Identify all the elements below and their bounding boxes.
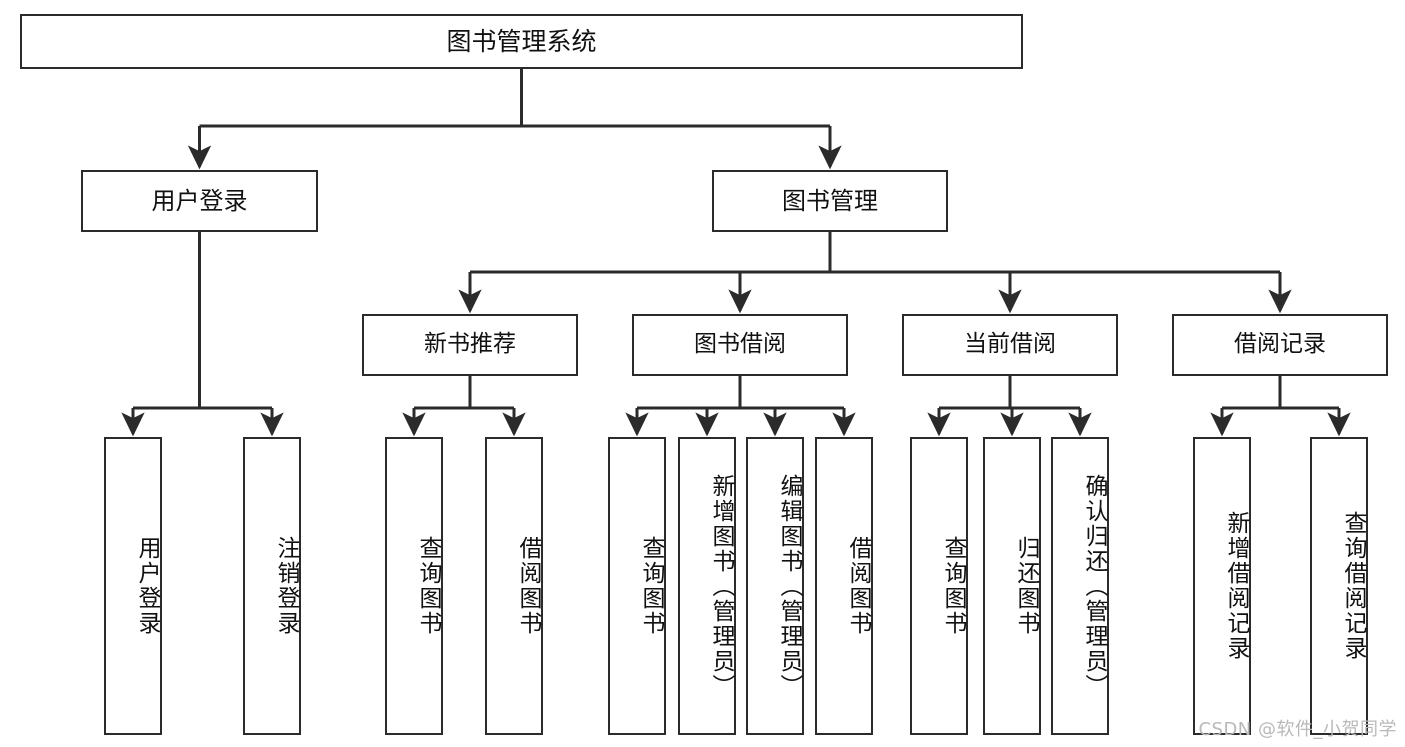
node-label: 查询借阅记录 — [1340, 511, 1366, 661]
node-label: 编辑图书（管理员） — [776, 473, 802, 699]
node-leaf-query-book-rec[interactable]: 查询图书 — [385, 437, 443, 735]
node-label: 新增图书（管理员） — [708, 473, 734, 699]
node-book-manage[interactable]: 图书管理 — [712, 170, 948, 232]
node-label: 查询图书 — [638, 536, 664, 636]
node-label: 查询图书 — [415, 536, 441, 636]
node-leaf-add-book[interactable]: 新增图书（管理员） — [678, 437, 736, 735]
node-borrow-record[interactable]: 借阅记录 — [1172, 314, 1388, 376]
node-book-borrow[interactable]: 图书借阅 — [632, 314, 848, 376]
node-label: 借阅记录 — [1234, 331, 1326, 358]
node-label: 确认归还（管理员） — [1081, 473, 1107, 699]
node-label: 图书管理 — [782, 186, 878, 215]
node-leaf-query-book-br[interactable]: 查询图书 — [608, 437, 666, 735]
node-new-book-recommend[interactable]: 新书推荐 — [362, 314, 578, 376]
node-leaf-return-book[interactable]: 归还图书 — [983, 437, 1041, 735]
node-leaf-query-book-cb[interactable]: 查询图书 — [910, 437, 968, 735]
node-label: 图书管理系统 — [446, 26, 597, 56]
node-current-borrow[interactable]: 当前借阅 — [902, 314, 1118, 376]
node-label: 新增借阅记录 — [1223, 511, 1249, 661]
node-label: 用户登录 — [151, 186, 248, 215]
node-label: 图书借阅 — [694, 331, 786, 358]
node-label: 借阅图书 — [515, 536, 541, 636]
node-leaf-query-record[interactable]: 查询借阅记录 — [1310, 437, 1368, 735]
node-leaf-logout[interactable]: 注销登录 — [243, 437, 301, 735]
node-label: 新书推荐 — [424, 331, 516, 358]
node-label: 用户登录 — [134, 536, 160, 636]
node-leaf-add-record[interactable]: 新增借阅记录 — [1193, 437, 1251, 735]
node-leaf-borrow-book-rec[interactable]: 借阅图书 — [485, 437, 543, 735]
node-leaf-confirm-return[interactable]: 确认归还（管理员） — [1051, 437, 1109, 735]
node-label: 归还图书 — [1013, 536, 1039, 636]
node-label: 查询图书 — [940, 536, 966, 636]
node-label: 注销登录 — [273, 536, 299, 636]
node-leaf-borrow-book-br[interactable]: 借阅图书 — [815, 437, 873, 735]
node-user-login[interactable]: 用户登录 — [81, 170, 318, 232]
node-root[interactable]: 图书管理系统 — [20, 14, 1023, 69]
node-leaf-edit-book[interactable]: 编辑图书（管理员） — [746, 437, 804, 735]
watermark: CSDN @软件_小贺同学 — [1198, 719, 1397, 740]
node-label: 当前借阅 — [964, 331, 1056, 358]
node-label: 借阅图书 — [845, 536, 871, 636]
node-leaf-user-login[interactable]: 用户登录 — [104, 437, 162, 735]
